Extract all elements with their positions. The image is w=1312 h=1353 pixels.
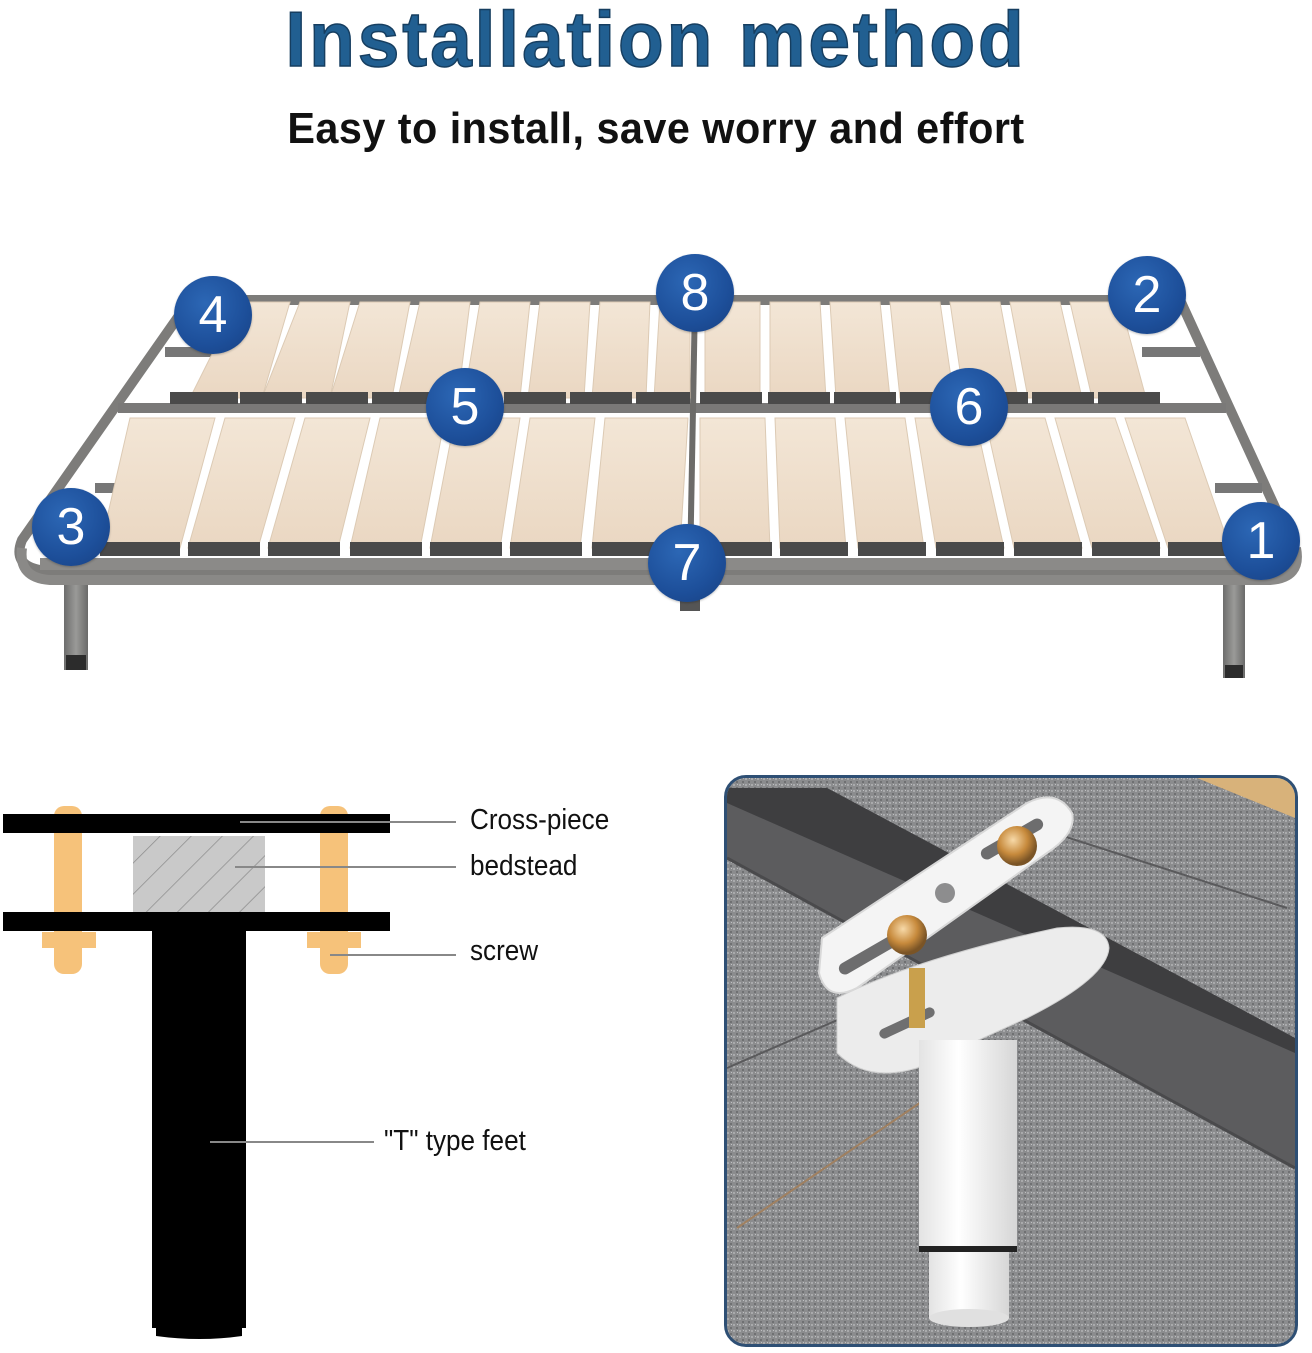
badge-1: 1	[1222, 502, 1300, 580]
page-title: Installation method	[285, 0, 1027, 84]
leg-bracket-photo	[724, 775, 1298, 1347]
cross-section-graphic	[3, 806, 456, 1339]
leg-bracket-graphic	[727, 778, 1295, 1344]
bed-frame-illustration: 4 8 2 5 6 3 1 7	[0, 240, 1312, 700]
label-cross-piece: Cross-piece	[470, 804, 610, 836]
badge-6: 6	[930, 368, 1008, 446]
badge-3: 3	[32, 488, 110, 566]
page-subtitle: Easy to install, save worry and effort	[287, 104, 1025, 153]
label-screw: screw	[470, 935, 539, 967]
badge-7: 7	[648, 524, 726, 602]
badge-5: 5	[426, 368, 504, 446]
badge-4: 4	[174, 276, 252, 354]
badge-8: 8	[656, 254, 734, 332]
label-bedstead: bedstead	[470, 850, 578, 882]
label-t-type-feet: "T" type feet	[384, 1125, 526, 1157]
cross-section-diagram: Cross-piece bedstead screw "T" type feet	[0, 780, 700, 1348]
badge-2: 2	[1108, 256, 1186, 334]
